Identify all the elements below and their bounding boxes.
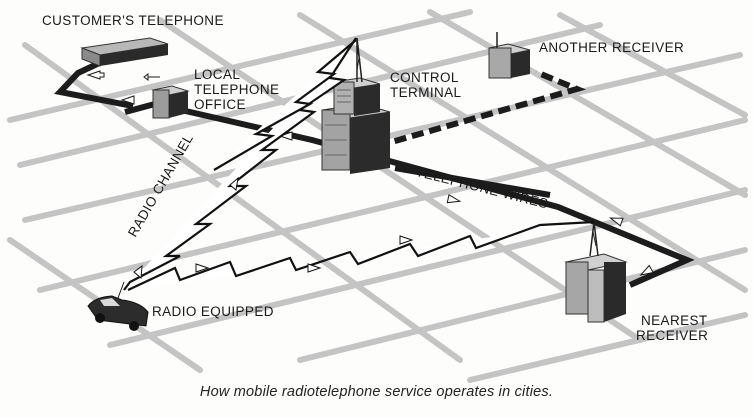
telephone-wires [54,55,695,288]
figure-caption: How mobile radiotelephone service operat… [199,384,554,400]
nearest-receiver-label-2: RECEIVER [636,328,709,343]
nearest-receiver-building [564,221,628,323]
customer-telephone-building [80,37,169,67]
another-receiver-label: ANOTHER RECEIVER [539,40,685,55]
radio-equipped-label: RADIO EQUIPPED [152,304,274,319]
street-grid [7,9,748,383]
radio-equipped-car [87,281,149,331]
control-terminal-label-2: TERMINAL [390,85,462,100]
radio-arrows [133,176,414,280]
control-terminal-label-1: CONTROL [390,70,459,85]
local-office-label-2: TELEPHONE [194,82,280,97]
another-receiver-building [488,32,531,79]
control-terminal-building [321,37,391,174]
wire-arrows [86,70,654,276]
local-office-label-1: LOCAL [194,67,241,82]
radio-channel-bolts [123,37,595,291]
nearest-receiver-label-1: NEAREST [641,313,708,328]
local-office-building [151,85,190,119]
customer-telephone-label: CUSTOMER'S TELEPHONE [42,13,224,28]
dashed-wire [359,69,587,154]
local-office-label-3: OFFICE [194,97,246,112]
